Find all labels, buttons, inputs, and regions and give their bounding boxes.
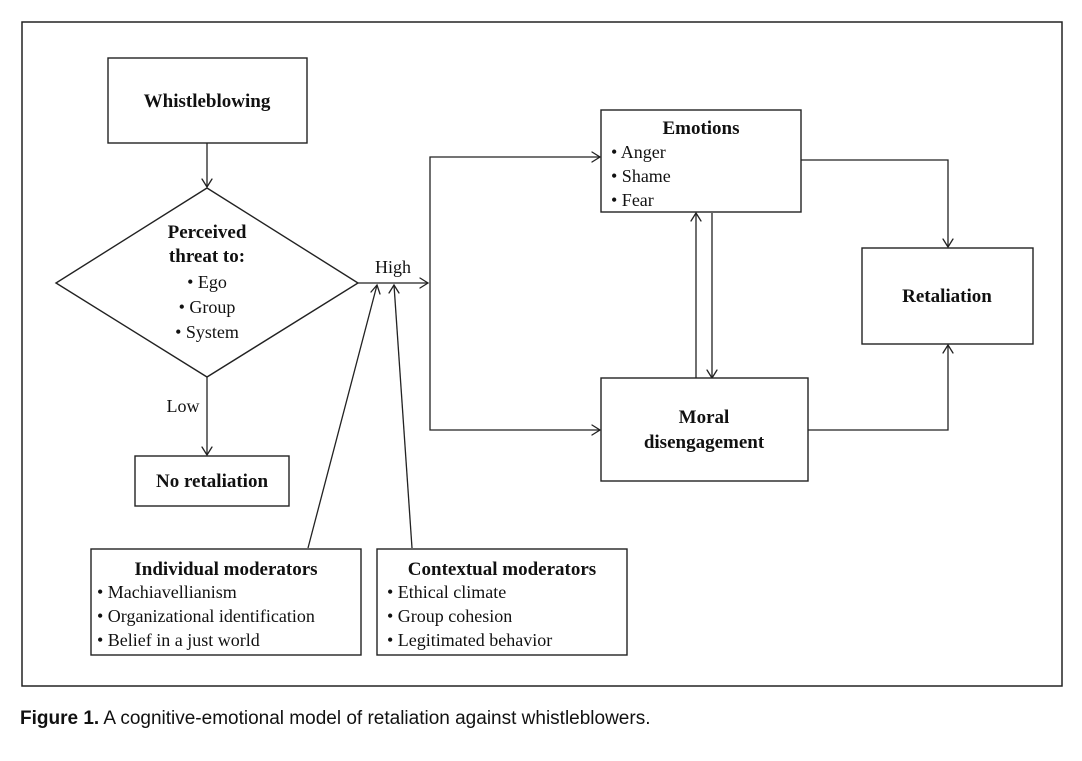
emotions-item-fear: • Fear [611, 190, 654, 210]
retaliation-node: Retaliation [861, 247, 1034, 345]
emotions-item-shame: • Shame [611, 166, 671, 186]
emotions-item-anger: • Anger [611, 142, 666, 162]
emotions-title: Emotions [662, 118, 739, 139]
threat-title-line2: threat to: [169, 246, 245, 267]
whistleblowing-label: Whistleblowing [144, 91, 271, 112]
arrow-high-to-moral [429, 283, 602, 436]
perceived-threat-node: Perceived threat to: • Ego • Group • Sys… [54, 187, 360, 378]
contextual-item-group-cohesion: • Group cohesion [387, 606, 512, 626]
low-label: Low [167, 396, 200, 416]
contextual-moderators-node: Contextual moderators • Ethical climate … [376, 548, 628, 656]
arrow-emotions-to-moral [706, 213, 718, 380]
caption-text: A cognitive-emotional model of retaliati… [99, 708, 651, 729]
figure-caption: Figure 1. A cognitive-emotional model of… [20, 708, 650, 730]
no-retaliation-label: No retaliation [156, 471, 268, 492]
threat-title-line1: Perceived [168, 222, 247, 243]
arrow-moral-to-emotions [690, 211, 702, 378]
contextual-item-legitimated-behavior: • Legitimated behavior [387, 630, 552, 650]
individual-item-organizational-identification: • Organizational identification [97, 606, 315, 626]
arrow-threat-to-no-retaliation [201, 377, 213, 457]
moral-line2: disengagement [644, 432, 765, 453]
threat-item-system: • System [175, 322, 239, 342]
contextual-item-ethical-climate: • Ethical climate [387, 582, 506, 602]
no-retaliation-node: No retaliation [134, 455, 290, 507]
moral-disengagement-node: Moral disengagement [600, 377, 809, 482]
arrow-whistleblowing-to-threat [201, 143, 213, 189]
caption-label: Figure 1. [20, 708, 100, 729]
whistleblowing-node: Whistleblowing [107, 57, 308, 144]
arrow-contextual-moderators [388, 283, 413, 549]
arrow-emotions-to-retaliation [801, 159, 954, 249]
arrow-high-to-emotions [429, 151, 602, 283]
threat-item-group: • Group [179, 297, 236, 317]
moral-line1: Moral [679, 407, 730, 428]
arrow-individual-moderators [307, 283, 381, 549]
high-label: High [375, 257, 411, 277]
individual-item-just-world: • Belief in a just world [97, 630, 260, 650]
individual-item-machiavellianism: • Machiavellianism [97, 582, 237, 602]
threat-item-ego: • Ego [187, 272, 227, 292]
retaliation-label: Retaliation [902, 286, 992, 307]
individual-moderators-node: Individual moderators • Machiavellianism… [90, 548, 362, 656]
emotions-node: Emotions • Anger • Shame • Fear [600, 109, 802, 213]
figure-frame [21, 21, 1063, 687]
contextual-moderators-title: Contextual moderators [408, 559, 596, 580]
arrow-moral-to-retaliation [808, 343, 954, 431]
individual-moderators-title: Individual moderators [134, 559, 317, 580]
arrow-high [358, 277, 430, 289]
